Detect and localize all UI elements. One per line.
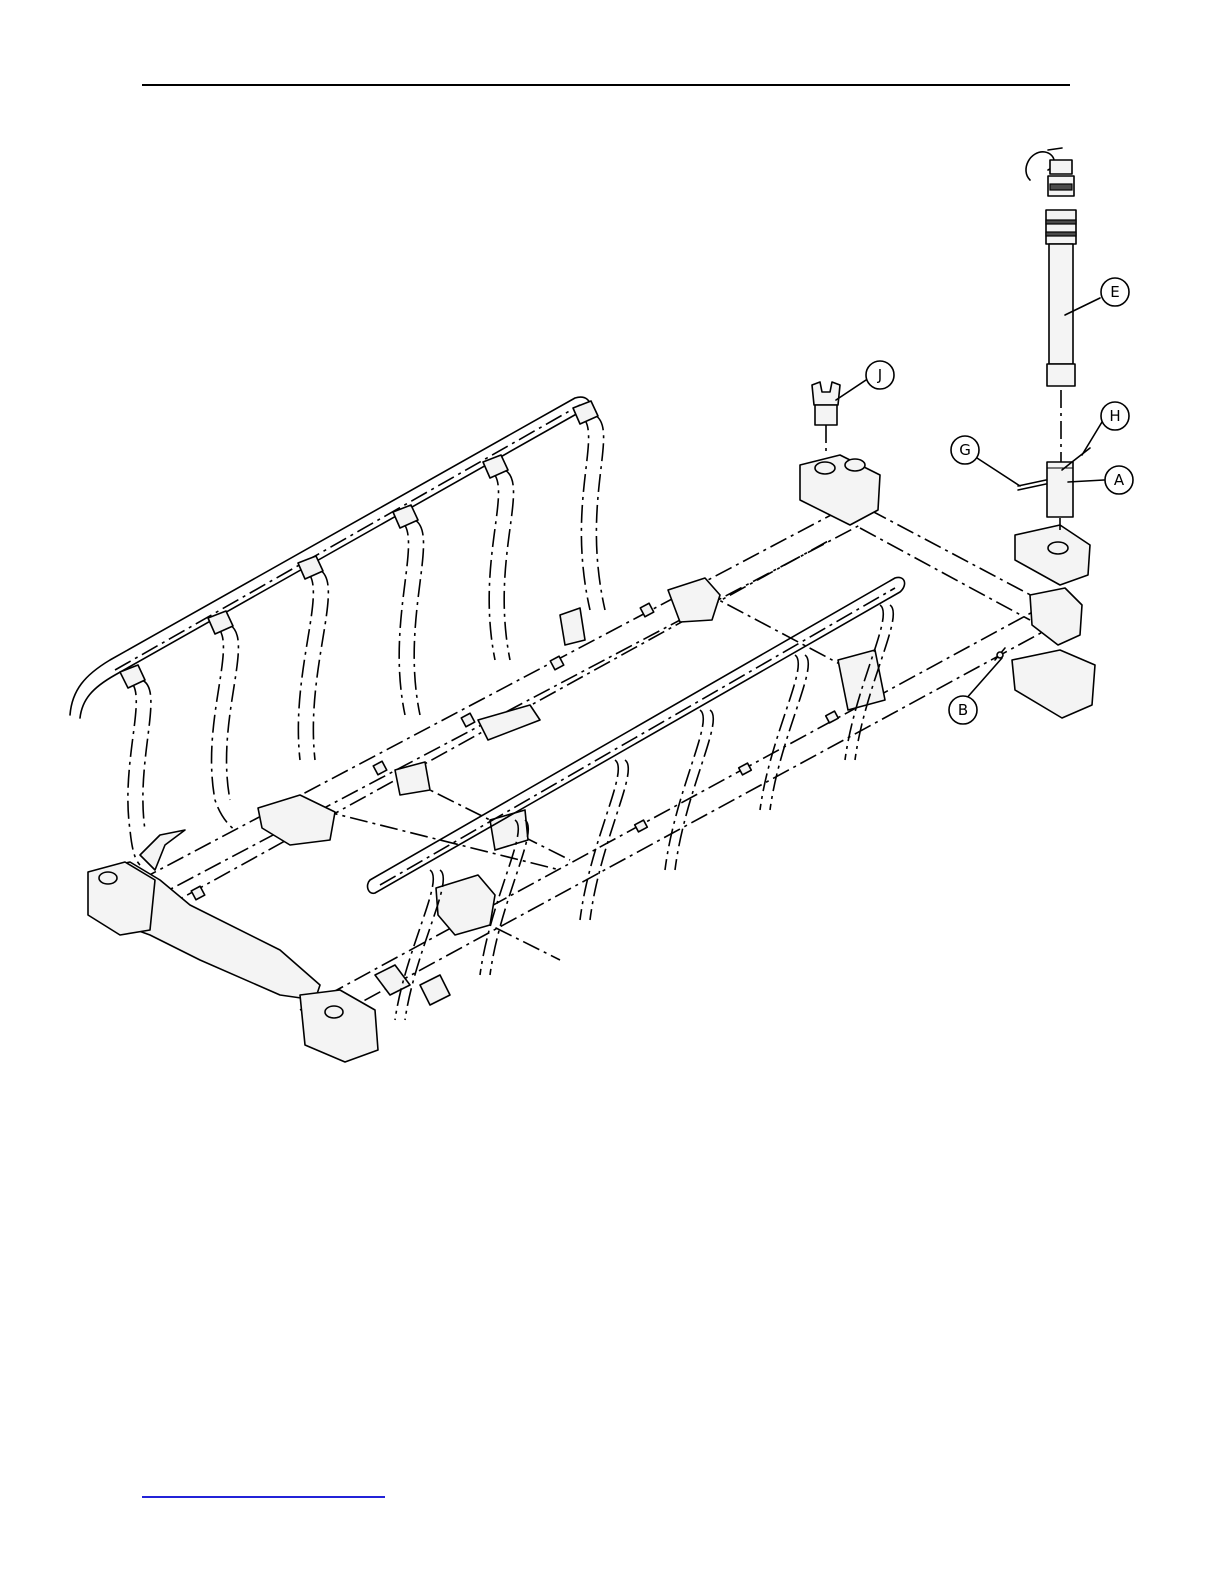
callout-g-label: G <box>959 441 971 459</box>
callout-b-label: B <box>958 701 968 719</box>
callout-e-label: E <box>1110 283 1119 301</box>
litter-frame <box>88 455 1095 1062</box>
callout-a: A <box>1105 466 1133 494</box>
callout-e: E <box>1101 278 1129 306</box>
callout-g: G <box>951 436 979 464</box>
callout-h-label: H <box>1109 407 1120 425</box>
callout-j: J <box>866 361 894 389</box>
callout-a-label: A <box>1114 471 1125 489</box>
screw-part-b <box>995 648 1005 660</box>
callout-h: H <box>1101 402 1129 430</box>
callout-j-label: J <box>877 366 882 384</box>
socket-part-j <box>812 382 840 455</box>
iv-pole-assembly <box>1018 148 1090 530</box>
left-siderail <box>70 397 605 865</box>
callout-b: B <box>949 696 977 724</box>
